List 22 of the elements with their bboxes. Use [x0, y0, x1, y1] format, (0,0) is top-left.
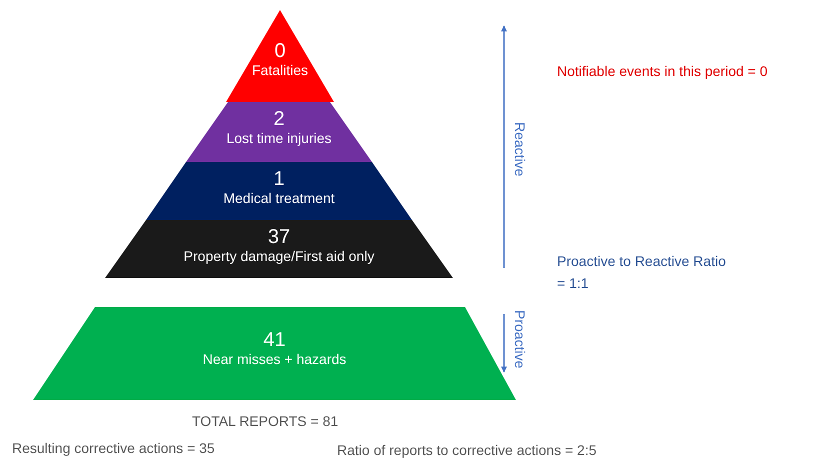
note-text: Notifiable events in this period = 0 — [557, 63, 768, 79]
count-value: 2 — [273, 108, 285, 130]
level-label: Property damage/First aid only — [184, 248, 374, 265]
pyramid-level — [146, 162, 412, 220]
level-label: Medical treatment — [223, 190, 335, 207]
pyramid-level — [33, 307, 516, 400]
pyramid-level — [105, 220, 453, 278]
pyramid-level — [186, 102, 372, 162]
level-label: Fatalities — [252, 62, 308, 79]
note-text: Proactive to Reactive Ratio = 1:1 — [557, 252, 727, 293]
count-value: 37 — [268, 226, 290, 248]
note-text: Ratio of reports to corrective actions = 2:5 — [337, 442, 597, 458]
total-text: TOTAL REPORTS = 81 — [192, 413, 338, 429]
level-label: Near misses + hazards — [202, 351, 346, 368]
count-value: 1 — [273, 168, 285, 190]
axis-label: Proactive — [512, 310, 528, 368]
axis-label: Reactive — [512, 122, 528, 176]
pyramid-level — [226, 10, 334, 102]
note-text: Resulting corrective actions = 35 — [12, 440, 215, 456]
count-value: 41 — [263, 329, 286, 351]
count-value: 0 — [274, 40, 286, 62]
level-label: Lost time injuries — [226, 130, 332, 147]
